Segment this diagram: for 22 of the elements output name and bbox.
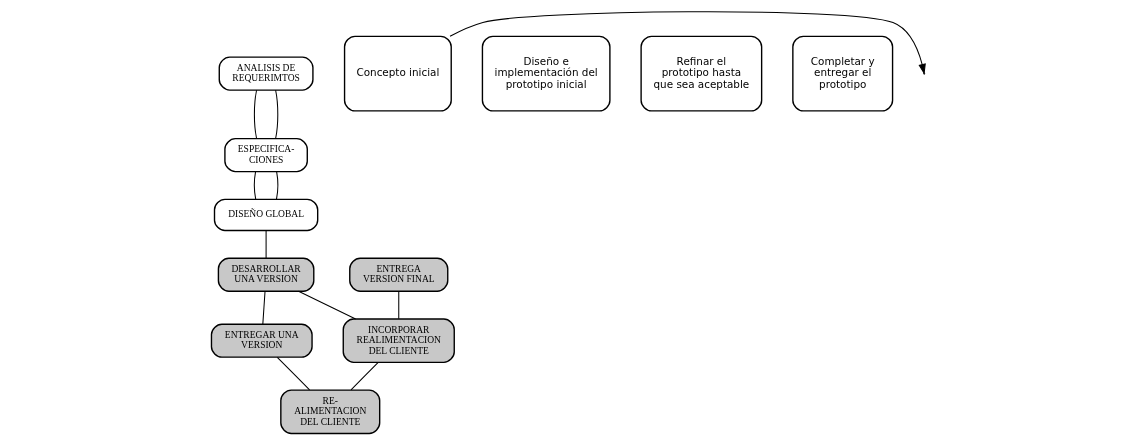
node-box: ANALISIS DE REQUERIMTOS	[218, 56, 314, 91]
node-box: DISEÑO GLOBAL	[213, 198, 319, 232]
node-box: Refinar el prototipo hasta que sea aceptable	[640, 35, 763, 112]
connector	[298, 290, 357, 320]
node-box: RE-ALIMENTACION DEL CLIENTE	[280, 389, 381, 435]
connector	[253, 89, 258, 140]
node-box: DESARROLLAR UNA VERSION	[217, 257, 315, 292]
connector	[275, 89, 279, 140]
node-box: ENTREGA VERSION FINAL	[349, 257, 449, 292]
node-box: ENTREGAR UNA VERSION	[210, 323, 313, 358]
connector	[350, 361, 379, 391]
connector	[276, 171, 279, 200]
connector	[276, 356, 311, 391]
connector	[253, 171, 257, 200]
node-box: Completar y entregar el prototipo	[792, 35, 894, 112]
connector	[262, 291, 266, 325]
node-box: ESPECIFICA- CIONES	[224, 137, 308, 173]
connector	[265, 230, 267, 259]
node-box: Diseño e implementación del prototipo inicial	[481, 35, 611, 112]
node-box: Concepto inicial	[343, 35, 452, 112]
node-box: INCORPORAR REALIMENTACION DEL CLIENTE	[342, 318, 455, 364]
connector	[398, 291, 400, 320]
